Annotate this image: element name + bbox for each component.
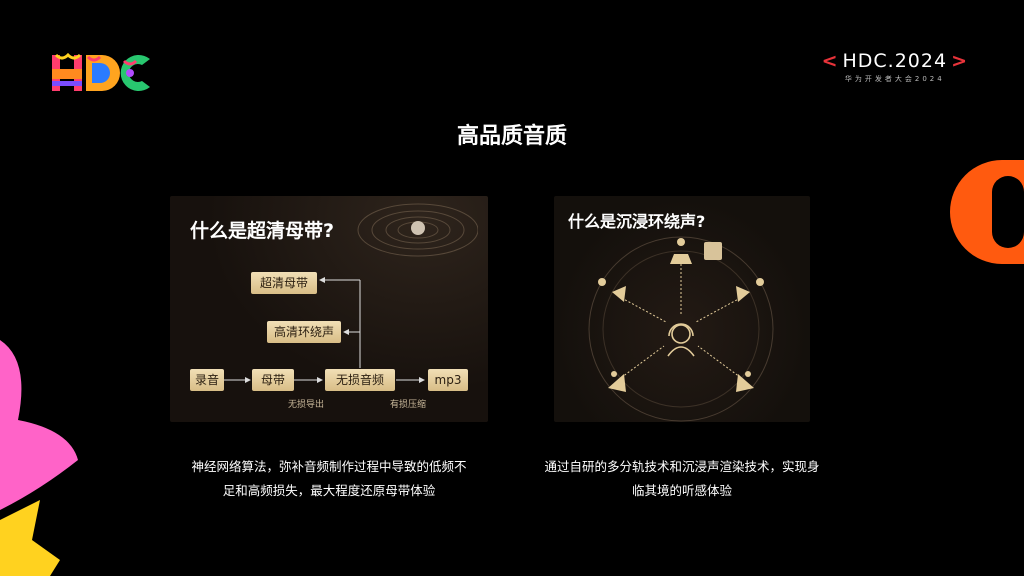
page-title: 高品质音质: [456, 124, 567, 149]
hdc-logo: [52, 53, 150, 91]
caption-lossless-export: 无损导出: [288, 400, 325, 410]
yellow-deco-shape: [0, 500, 60, 576]
brand-subtitle: 华为开发者大会2024: [844, 75, 945, 83]
bracket-left: <: [821, 50, 839, 72]
orange-deco-shape: [950, 160, 1024, 264]
right-description: 通过自研的多分轨技术和沉浸声渲染技术，实现身 临其境的听感体验: [512, 455, 852, 503]
left-description-line2: 足和高频损失，最大程度还原母带体验: [222, 483, 436, 498]
left-description-line1: 神经网络算法，弥补音频制作过程中导致的低频不: [191, 459, 467, 474]
brand-text: HDC.2024: [842, 50, 948, 72]
flow-arrows: [222, 277, 425, 383]
right-description-line1: 通过自研的多分轨技术和沉浸声渲染技术，实现身: [544, 459, 820, 474]
box-recording: 录音: [190, 369, 224, 391]
surround-sound-diagram-panel: 什么是沉浸环绕声?: [554, 196, 810, 422]
surround-speakers-diagram: [588, 236, 774, 422]
box-lossless-audio: 无损音频: [325, 369, 395, 391]
panel-title-uhd-master: 什么是超清母带?: [190, 220, 335, 242]
hdc-2024-badge: <HDC.2024> 华为开发者大会2024: [818, 50, 972, 84]
uhd-master-diagram-panel: 什么是超清母带? 录音 母带 无损音频 mp3 超清母带 高清环绕声 无损导出 …: [170, 196, 488, 422]
box-hd-surround: 高清环绕声: [267, 321, 341, 343]
caption-lossy-compress: 有损压缩: [390, 400, 427, 410]
box-master: 母带: [252, 369, 294, 391]
right-description-line2: 临其境的听感体验: [631, 483, 732, 498]
box-mp3: mp3: [428, 369, 468, 391]
panel-title-surround: 什么是沉浸环绕声?: [568, 212, 706, 231]
left-description: 神经网络算法，弥补音频制作过程中导致的低频不 足和高频损失，最大程度还原母带体验: [160, 455, 498, 503]
speaker-ring-decoration: [357, 203, 478, 257]
box-uhd-master: 超清母带: [251, 272, 317, 294]
pink-deco-shape: [0, 340, 78, 510]
bracket-right: >: [951, 50, 968, 72]
